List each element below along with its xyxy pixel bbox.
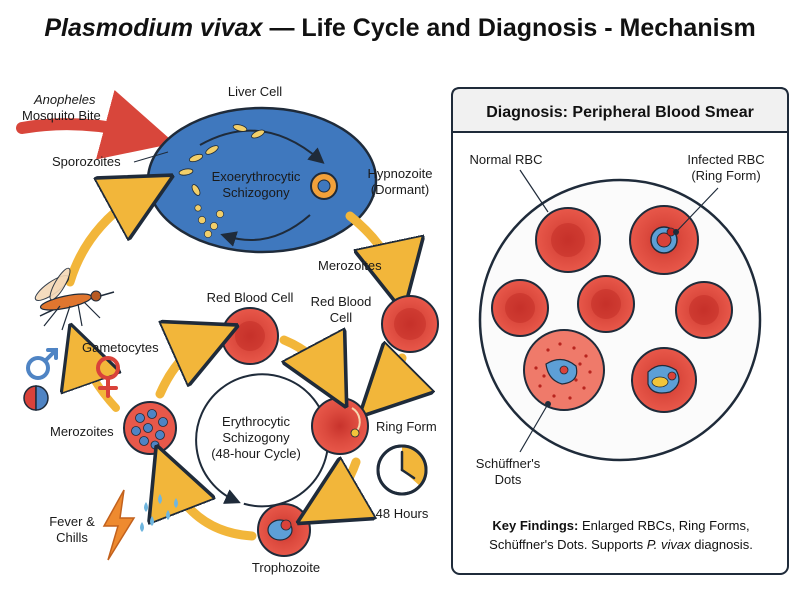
findings-species: P. vivax — [646, 537, 691, 552]
mosquito-bite-arrow — [16, 89, 175, 160]
label-merozoites-liver: Merozoites — [318, 258, 382, 273]
smear-rbc-normal — [535, 207, 601, 273]
label-dormant: (Dormant) — [371, 182, 430, 197]
smear-rbc-infected-ring — [629, 205, 699, 275]
label-anopheles: Anopheles — [33, 92, 96, 107]
smear-rbc-center — [577, 275, 635, 333]
lightning-bolt-icon — [102, 489, 136, 561]
label-sporozoites: Sporozoites — [52, 154, 121, 169]
rbc-schizont — [123, 401, 177, 455]
water-drops-icon — [140, 494, 178, 532]
liver-cell — [146, 106, 378, 254]
smear-rbc-right — [675, 281, 733, 339]
findings-text-2: Schüffner's Dots. Supports — [489, 537, 644, 552]
label-exoerythrocytic: Exoerythrocytic — [212, 169, 301, 184]
rbc-entry — [381, 295, 439, 353]
sporozoites-pointer — [133, 151, 169, 163]
arrow-rbc-to-ring-cycle — [279, 340, 334, 384]
title-rest: — Life Cycle and Diagnosis - Mechanism — [269, 14, 756, 42]
label-mosquito-bite: Mosquito Bite — [22, 108, 101, 123]
arrow-liver-to-rbc — [345, 211, 398, 286]
label-normal-rbc: Normal RBC — [470, 152, 543, 167]
arrow-rbc-to-ring — [378, 358, 402, 398]
arrow-mosquito-to-liver — [65, 188, 150, 287]
findings-text-1: Enlarged RBCs, Ring Forms, — [581, 518, 750, 533]
rbc-ring-form — [311, 397, 369, 455]
label-rbc-right-2: Cell — [330, 310, 353, 325]
label-48-hour-cycle: (48-hour Cycle) — [211, 446, 301, 461]
rbc-top — [221, 307, 279, 365]
title-species: Plasmodium vivax — [44, 14, 263, 42]
label-gametocytes: Gametocytes — [82, 340, 159, 355]
female-symbol-icon — [96, 356, 120, 398]
label-ring-form: Ring Form — [376, 419, 437, 434]
key-findings: Key Findings: Enlarged RBCs, Ring Forms,… — [454, 516, 788, 554]
label-dots: Dots — [495, 472, 522, 487]
arrow-ring-to-trophozoite — [320, 462, 356, 510]
findings-label: Key Findings: — [492, 518, 579, 533]
label-ring-form-diag: (Ring Form) — [691, 168, 760, 183]
pointer-normal-rbc — [519, 169, 549, 213]
pointer-schuffner-dots — [519, 403, 549, 453]
label-rbc-top: Red Blood Cell — [207, 290, 294, 305]
label-trophozoite: Trophozoite — [252, 560, 320, 575]
pointer-infected-rbc — [675, 187, 719, 233]
label-exo-schizogony: Schizogony — [222, 185, 290, 200]
label-merozoites-blood: Merozoites — [50, 424, 114, 439]
label-chills: Chills — [56, 530, 88, 545]
label-48-hours: 48 Hours — [376, 506, 429, 521]
label-liver-cell: Liver Cell — [228, 84, 282, 99]
arrow-schizont-to-rbc — [155, 336, 214, 399]
label-infected-rbc: Infected RBC — [687, 152, 764, 167]
gametocyte-cell — [23, 385, 49, 411]
label-erythrocytic: Erythrocytic — [222, 414, 290, 429]
diagnosis-panel: Diagnosis: Peripheral Blood Smear — [451, 87, 789, 575]
smear-rbc-schuffner — [523, 329, 605, 411]
page-title: Plasmodium vivax — Life Cycle and Diagno… — [0, 14, 800, 43]
smear-rbc-trophozoite — [631, 347, 697, 413]
arrow-to-gametocytes — [78, 346, 116, 412]
label-fever: Fever & — [49, 514, 95, 529]
arrow-trophozoite-to-schizont — [166, 470, 257, 541]
findings-end: diagnosis. — [694, 537, 753, 552]
mosquito-icon — [34, 267, 115, 331]
rbc-trophozoite — [257, 503, 311, 557]
diagnosis-title: Diagnosis: Peripheral Blood Smear — [486, 104, 754, 121]
label-schuffner: Schüffner's — [476, 456, 541, 471]
label-hypnozoite: Hypnozoite — [367, 166, 432, 181]
label-rbc-right-1: Red Blood — [311, 294, 372, 309]
male-symbol-icon — [26, 348, 58, 380]
label-ery-schizogony: Schizogony — [222, 430, 290, 445]
smear-rbc-left — [491, 279, 549, 337]
clock-icon — [376, 444, 428, 496]
